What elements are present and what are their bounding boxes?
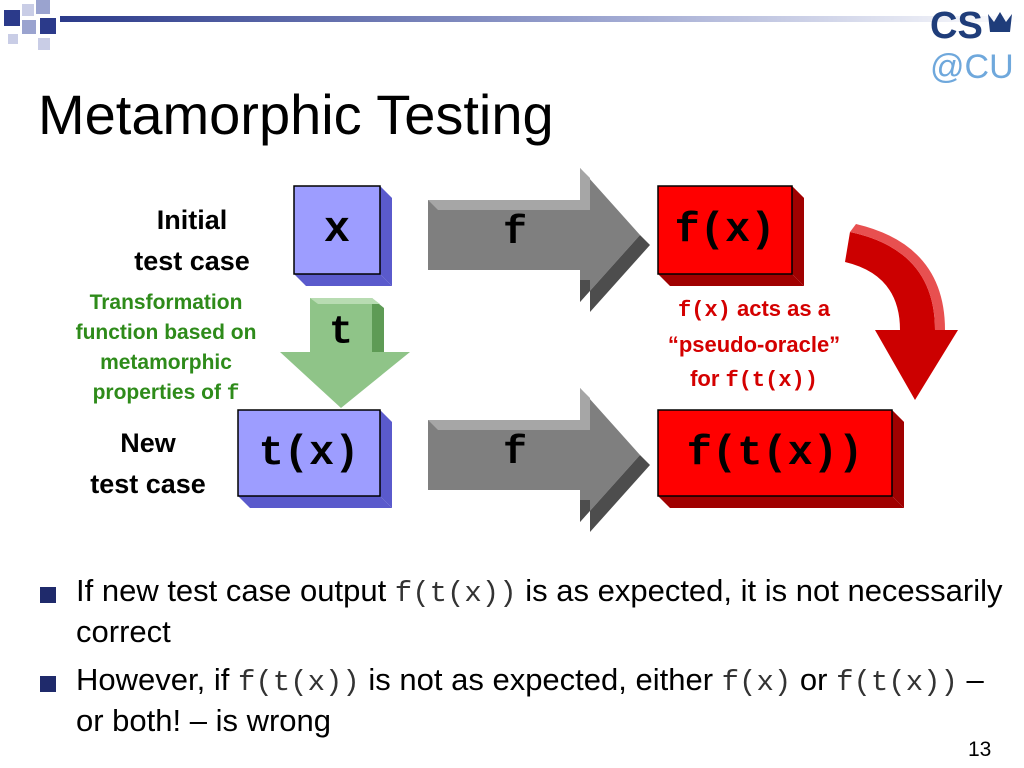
bullet2-code2: f(x) bbox=[721, 666, 792, 699]
cs-cu-logo: CS @CU bbox=[928, 4, 1020, 86]
svg-text:CS: CS bbox=[930, 5, 983, 47]
bullet-item-1: If new test case output f(t(x)) is as ex… bbox=[40, 572, 1015, 651]
box-tx-shape bbox=[237, 409, 392, 508]
bullet2-text-b: is not as expected, either bbox=[359, 662, 722, 697]
curved-arrow bbox=[845, 224, 958, 400]
transform-line4: properties of f bbox=[48, 378, 284, 410]
page-number: 13 bbox=[968, 738, 992, 761]
box-tx: t(x) bbox=[258, 429, 360, 477]
oracle-line2: “pseudo-oracle” bbox=[667, 332, 841, 357]
box-fx: f(x) bbox=[674, 206, 776, 254]
bullet2-text-c: or bbox=[791, 662, 837, 697]
box-fx-shape bbox=[657, 185, 804, 286]
arrow-f-top-label: f bbox=[502, 210, 527, 256]
bullet2-code1: f(t(x)) bbox=[237, 666, 360, 699]
bullet2-text-d: – or both! – is wrong bbox=[76, 662, 984, 738]
oracle-line3-text: for bbox=[690, 366, 726, 391]
transform-line4-code: f bbox=[226, 383, 240, 406]
arrow-f-bottom-label: f bbox=[502, 430, 527, 476]
oracle-line1: f(x) acts as a bbox=[634, 292, 874, 328]
arrow-f-top bbox=[428, 168, 650, 312]
box-ftx-shape bbox=[657, 409, 904, 508]
oracle-line1-code: f(x) bbox=[678, 298, 731, 323]
initial-label-line1: Initial bbox=[156, 205, 228, 235]
svg-text:@CU: @CU bbox=[930, 48, 1014, 84]
new-label-line2: test case bbox=[90, 469, 206, 499]
bullet-marker bbox=[40, 676, 56, 692]
bullet-marker bbox=[40, 587, 56, 603]
box-ftx: f(t(x)) bbox=[686, 429, 864, 477]
new-test-case-label: New test case bbox=[70, 423, 226, 505]
header-decoration bbox=[4, 0, 1024, 50]
bullet1-text-a: If new test case output bbox=[76, 573, 395, 608]
bullet2-code3: f(t(x)) bbox=[836, 666, 958, 699]
oracle-line1-text: acts as a bbox=[730, 296, 830, 321]
arrow-t bbox=[280, 298, 410, 408]
arrow-f-bottom bbox=[428, 388, 650, 532]
initial-test-case-label: Initial test case bbox=[110, 200, 274, 282]
oracle-line3: for f(t(x)) bbox=[634, 362, 874, 398]
slide-title: Metamorphic Testing bbox=[38, 83, 554, 146]
transform-line4-text: properties of bbox=[92, 381, 221, 404]
transform-line2: function based on bbox=[75, 321, 257, 344]
oracle-line3-code: f(t(x)) bbox=[725, 368, 818, 393]
box-x: x bbox=[323, 205, 351, 255]
bullet-list: If new test case output f(t(x)) is as ex… bbox=[40, 572, 1015, 750]
transformation-description: Transformation function based on metamor… bbox=[48, 288, 284, 410]
initial-label-line2: test case bbox=[134, 246, 250, 276]
pseudo-oracle-description: f(x) acts as a “pseudo-oracle” for f(t(x… bbox=[634, 292, 874, 398]
new-label-line1: New bbox=[120, 428, 176, 458]
bullet-item-2: However, if f(t(x)) is not as expected, … bbox=[40, 661, 1015, 740]
metamorphic-diagram bbox=[237, 168, 958, 532]
transform-line1: Transformation bbox=[89, 291, 243, 314]
transform-line3: metamorphic bbox=[100, 351, 232, 374]
arrow-t-label: t bbox=[328, 310, 353, 356]
bullet2-text-a: However, if bbox=[76, 662, 238, 697]
bullet1-text-b: is as expected, it is not necessarily co… bbox=[76, 573, 1003, 649]
bullet1-code: f(t(x)) bbox=[394, 577, 517, 610]
box-x-shape bbox=[293, 185, 392, 286]
